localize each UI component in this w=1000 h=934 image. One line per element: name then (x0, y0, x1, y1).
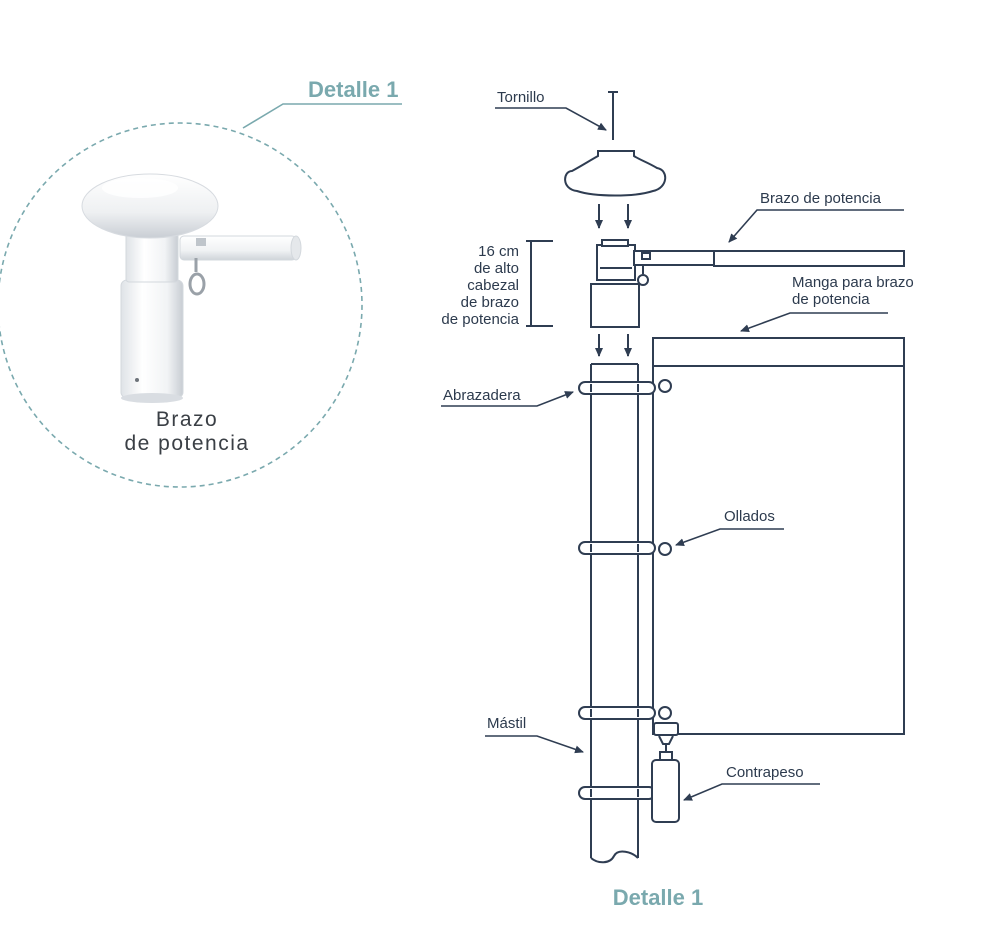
label-ollados: Ollados (724, 508, 775, 525)
height-label-1: 16 cm (478, 243, 519, 260)
technical-drawing: 16 cm de alto cabezal de brazo de potenc… (441, 89, 914, 910)
screw (608, 91, 618, 140)
label-mastil: Mástil (487, 715, 526, 732)
product-brazo-potencia (81, 173, 302, 403)
label-tornillo: Tornillo (497, 89, 545, 106)
finial-cap (564, 150, 667, 197)
detail-caption-line2: de potencia (124, 432, 249, 455)
height-label-3: cabezal (467, 277, 519, 294)
height-label-4: de brazo (461, 294, 519, 311)
detail-leader-line (242, 103, 402, 129)
label-abrazadera: Abrazadera (443, 387, 521, 404)
grommets (658, 379, 672, 720)
mast-pole (590, 363, 639, 864)
height-dimension (526, 240, 553, 327)
connector-piece (590, 283, 640, 328)
counterweight (651, 722, 680, 823)
label-manga-2: de potencia (792, 291, 870, 308)
height-label-2: de alto (474, 260, 519, 277)
clamps (578, 381, 656, 800)
detail-caption-line1: Brazo (156, 408, 218, 431)
height-label-5: de potencia (441, 311, 519, 328)
label-brazo-potencia: Brazo de potencia (760, 190, 882, 207)
banner (652, 337, 905, 735)
detail-circle (0, 122, 363, 488)
detail-title-top: Detalle 1 (308, 77, 399, 102)
label-contrapeso: Contrapeso (726, 764, 804, 781)
power-arm-head (596, 239, 715, 286)
detail-title-bottom: Detalle 1 (613, 885, 704, 910)
label-manga-1: Manga para brazo (792, 274, 914, 291)
power-arm-rod (713, 250, 905, 267)
detail-callout: Detalle 1 Brazo de potencia (0, 77, 402, 488)
